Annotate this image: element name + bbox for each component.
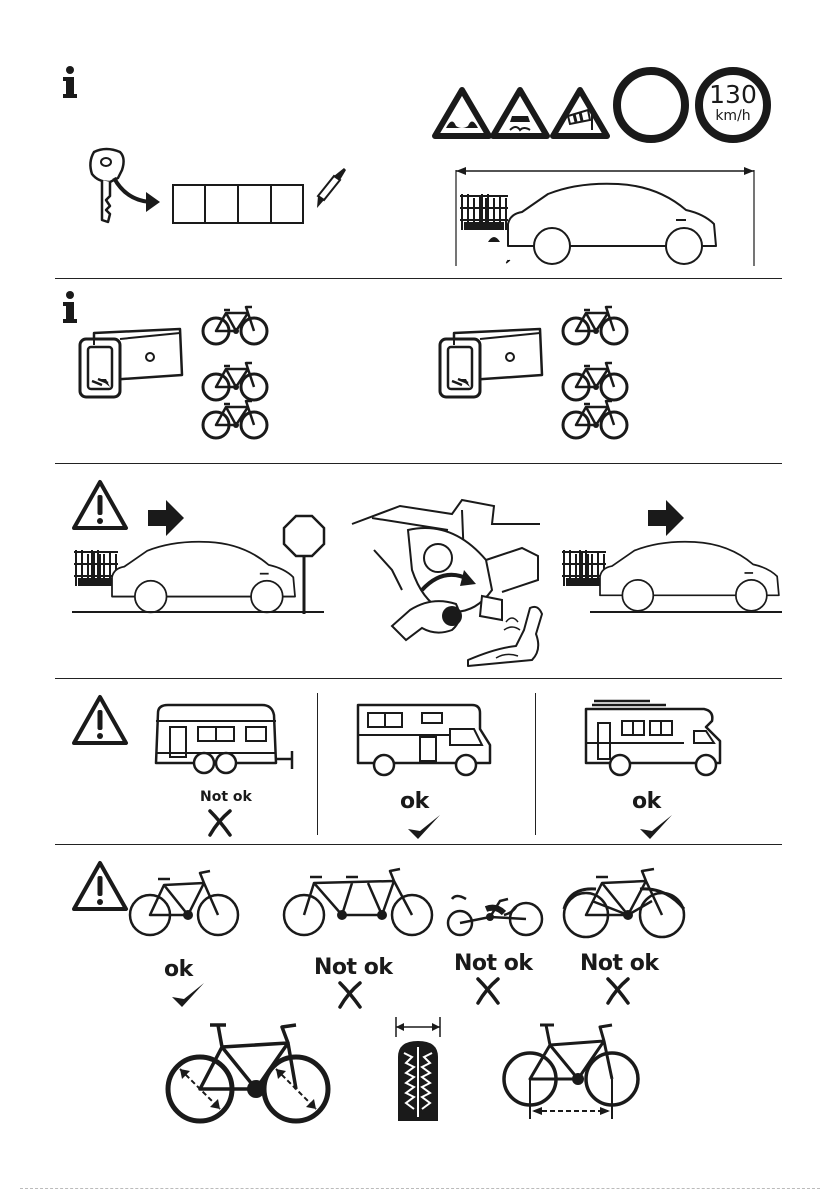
section-1-info: 130 km/h xyxy=(0,0,840,278)
trailer-icon xyxy=(154,703,296,775)
cross-icon xyxy=(606,977,632,1007)
section-3-driving xyxy=(0,464,840,678)
info-icon xyxy=(62,66,82,100)
tandem-status-label: Not ok xyxy=(314,955,392,980)
road-bump-sign-icon xyxy=(432,86,492,140)
camper-truck-icon xyxy=(354,701,494,777)
wheelbase-bicycle-icon xyxy=(500,1019,644,1119)
wheel-size-bicycle-icon xyxy=(164,1017,332,1125)
car-with-bike-rack-icon xyxy=(560,542,784,614)
warning-icon xyxy=(72,859,130,913)
key-icon xyxy=(84,148,164,226)
recumbent-bicycle-icon xyxy=(446,887,546,939)
info-icon xyxy=(62,291,82,325)
fender-bicycle-icon xyxy=(562,865,686,941)
section-2-hitch-bikes xyxy=(0,279,840,463)
car-with-bike-rack-icon xyxy=(454,170,756,278)
tandem-bicycle-icon xyxy=(282,867,434,939)
marker-icon xyxy=(314,166,348,210)
warning-icon xyxy=(72,478,130,532)
speed-limit-value: 130 xyxy=(694,82,772,108)
fender-bike-status-label: Not ok xyxy=(580,951,658,976)
crosswind-sign-icon xyxy=(550,86,610,140)
bicycle-icon xyxy=(202,399,270,443)
cross-icon xyxy=(476,977,502,1007)
trailer-status-label: Not ok xyxy=(200,789,252,805)
hitch-receiver-icon xyxy=(80,329,190,403)
page-bottom-edge xyxy=(20,1188,820,1189)
cross-icon xyxy=(208,809,234,839)
bicycle-icon xyxy=(202,305,270,349)
check-icon xyxy=(406,813,442,843)
bicycle-icon xyxy=(128,869,240,939)
check-icon xyxy=(170,981,206,1011)
section-4-vehicles: Not ok ok ok xyxy=(0,679,840,844)
cross-icon xyxy=(338,981,364,1011)
no-vehicles-sign-icon xyxy=(612,66,690,144)
tire-tread-icon xyxy=(392,1017,446,1125)
hitch-receiver-icon xyxy=(440,329,550,403)
arrow-right-icon xyxy=(148,500,188,540)
recumbent-status-label: Not ok xyxy=(454,951,532,976)
bicycle-icon xyxy=(562,305,630,349)
divider-col-1 xyxy=(317,693,318,835)
section-5-bike-types: ok Not ok Not ok Not ok xyxy=(0,845,840,1192)
bicycle-icon xyxy=(562,399,630,443)
motorhome-status-label: ok xyxy=(632,789,661,814)
stop-sign-icon xyxy=(282,514,326,614)
warning-icon xyxy=(72,693,130,747)
key-code-boxes xyxy=(172,184,304,224)
standard-bike-status-label: ok xyxy=(164,957,193,982)
speed-limit-unit: km/h xyxy=(694,108,772,124)
camper-truck-status-label: ok xyxy=(400,789,429,814)
arrow-right-icon xyxy=(648,500,688,540)
motorhome-icon xyxy=(584,697,724,777)
muscle-arm-icon xyxy=(466,600,546,668)
check-icon xyxy=(638,813,674,843)
divider-col-2 xyxy=(535,693,536,835)
speed-limit-sign: 130 km/h xyxy=(694,66,772,144)
slippery-road-sign-icon xyxy=(490,86,550,140)
